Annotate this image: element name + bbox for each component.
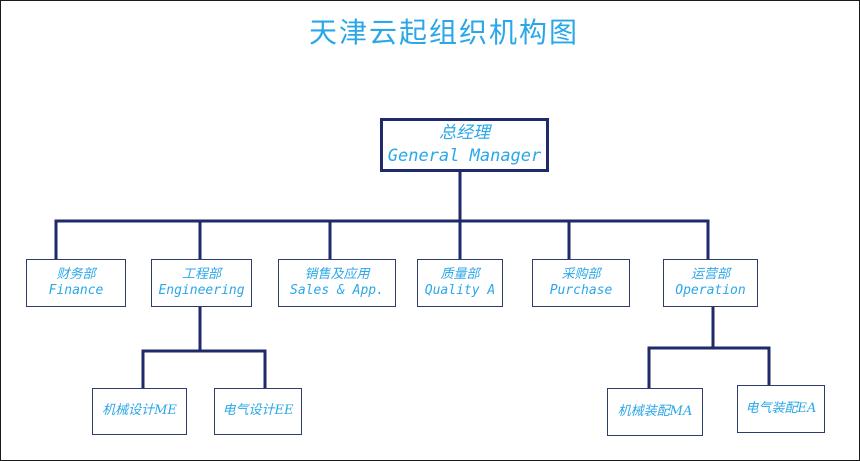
- unit-me-box: 机械设计ME: [92, 388, 187, 435]
- dept-finance-cn: 财务部: [56, 266, 96, 282]
- dept-quality-cn: 质量部: [440, 266, 480, 282]
- dept-operation-en: Operation: [675, 283, 746, 298]
- general-manager-box: 总经理 General Manager: [380, 118, 549, 172]
- dept-engineering-box: 工程部 Engineering: [151, 259, 252, 307]
- dept-engineering-en: Engineering: [158, 283, 245, 298]
- dept-finance-en: Finance: [48, 283, 104, 298]
- unit-ea-label: 电气装配EA: [745, 400, 817, 416]
- unit-ma-box: 机械装配MA: [607, 388, 703, 436]
- dept-quality-en: Quality A: [424, 283, 496, 298]
- general-manager-cn: 总经理: [439, 123, 490, 144]
- dept-sales-en: Sales & App.: [290, 283, 384, 298]
- dept-finance-box: 财务部 Finance: [26, 259, 126, 307]
- dept-purchase-en: Purchase: [549, 283, 613, 298]
- dept-purchase-box: 采购部 Purchase: [532, 259, 630, 307]
- unit-ea-box: 电气装配EA: [737, 385, 825, 433]
- unit-ma-label: 机械装配MA: [617, 403, 693, 419]
- unit-ee-box: 电气设计EE: [214, 388, 302, 435]
- dept-sales-box: 销售及应用 Sales & App.: [278, 259, 396, 307]
- dept-sales-cn: 销售及应用: [304, 266, 370, 282]
- dept-quality-box: 质量部 Quality A: [417, 259, 503, 307]
- general-manager-en: General Manager: [387, 146, 542, 166]
- dept-purchase-cn: 采购部: [561, 266, 601, 282]
- unit-ee-label: 电气设计EE: [222, 403, 294, 419]
- dept-operation-box: 运营部 Operation: [663, 259, 758, 307]
- dept-operation-cn: 运营部: [690, 266, 730, 282]
- chart-title: 天津云起组织机构图: [308, 16, 579, 49]
- unit-me-label: 机械设计ME: [102, 403, 177, 419]
- dept-engineering-cn: 工程部: [181, 266, 221, 282]
